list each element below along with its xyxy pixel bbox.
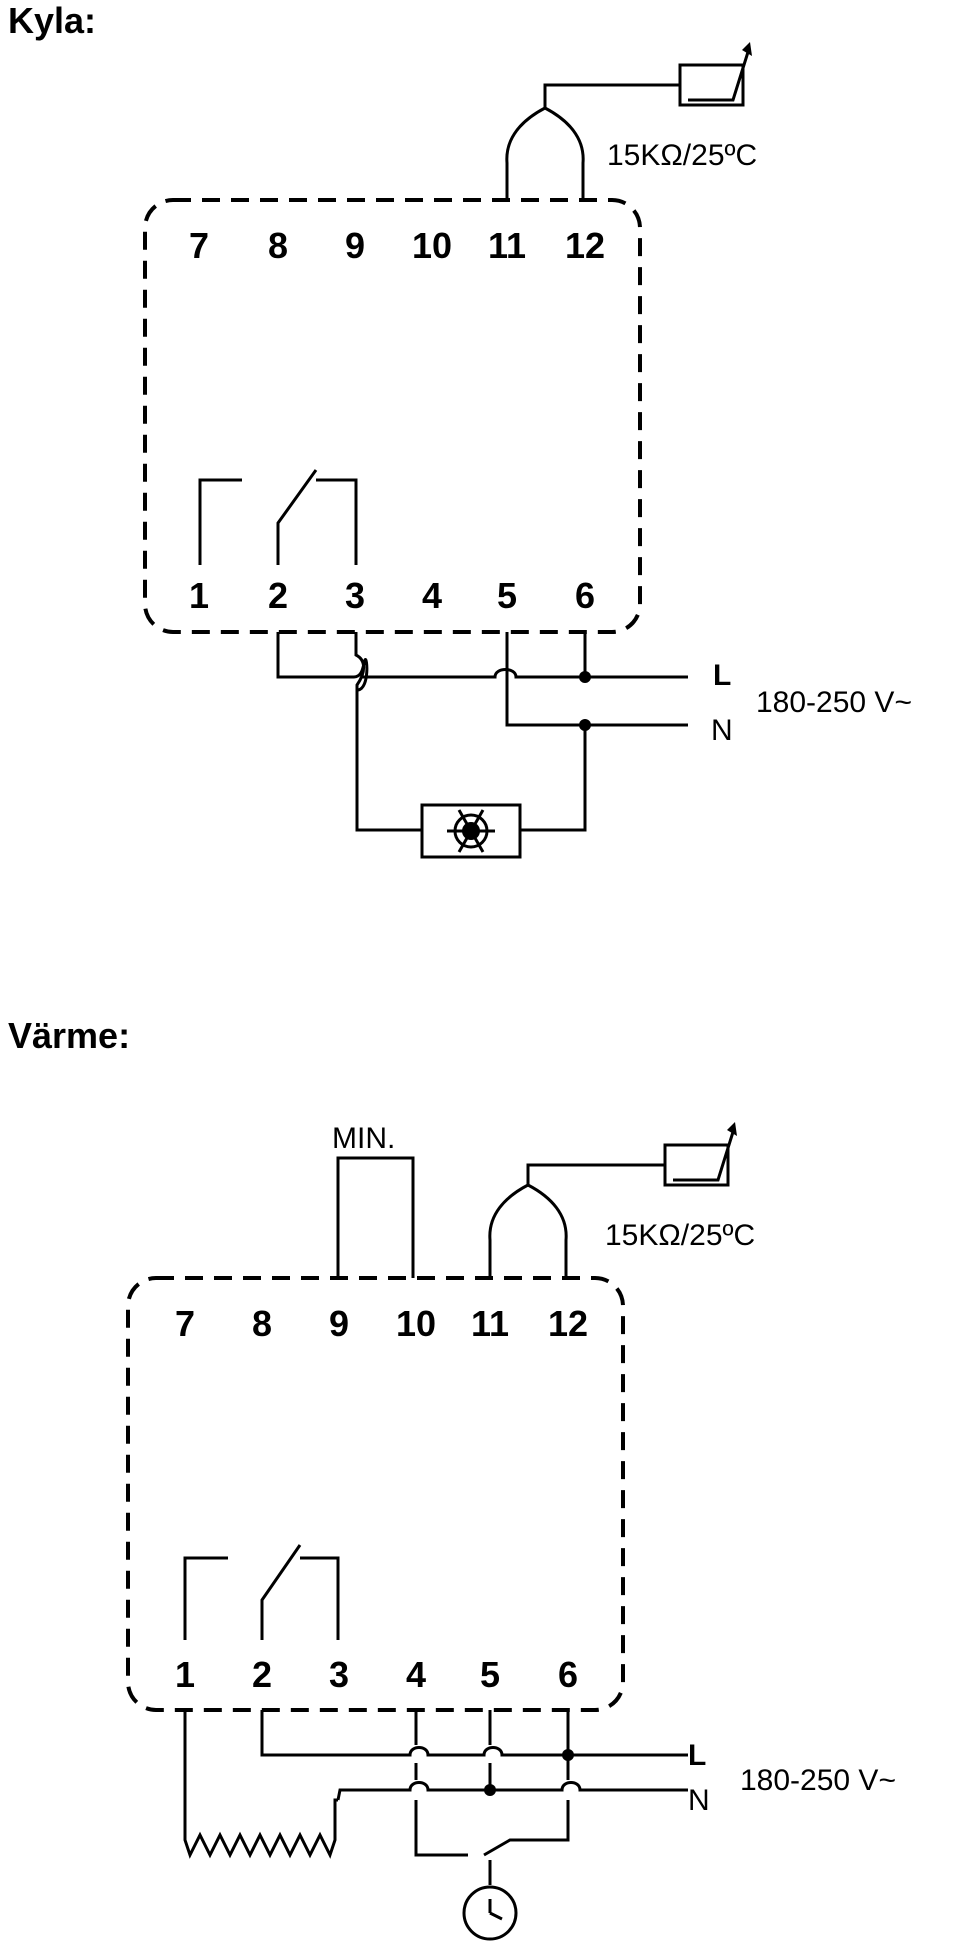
kyla-voltage-label: 180-250 V~ bbox=[756, 686, 912, 719]
kyla-relay-contact-1 bbox=[198, 478, 242, 565]
varme-terminal-1: 1 bbox=[175, 1654, 195, 1695]
kyla-title: Kyla: bbox=[8, 0, 96, 41]
varme-t6-wire bbox=[483, 1710, 570, 1857]
varme-line-label: L bbox=[688, 1739, 706, 1772]
varme-diagram: Värme: MIN. 7 8 9 10 11 12 1 2 3 4 5 6 bbox=[8, 1015, 896, 1941]
kyla-relay-switch bbox=[276, 469, 358, 565]
varme-junction-neutral bbox=[484, 1784, 496, 1796]
kyla-terminal-8: 8 bbox=[268, 225, 288, 266]
varme-terminal-2: 2 bbox=[252, 1654, 272, 1695]
kyla-sensor-wire-loop bbox=[505, 106, 585, 198]
kyla-neutral-wire bbox=[505, 632, 688, 727]
kyla-terminal-9: 9 bbox=[345, 225, 365, 266]
varme-terminal-10: 10 bbox=[396, 1303, 436, 1344]
kyla-top-terminals: 7 8 9 10 11 12 bbox=[189, 225, 605, 266]
varme-sensor: 15KΩ/25ºC bbox=[488, 1122, 755, 1278]
varme-thermistor-adjust-arrow-icon bbox=[673, 1131, 735, 1182]
varme-bottom-terminals: 1 2 3 4 5 6 bbox=[175, 1654, 578, 1695]
varme-terminal-3: 3 bbox=[329, 1654, 349, 1695]
kyla-junction-line bbox=[579, 671, 591, 683]
kyla-terminal-12: 12 bbox=[565, 225, 605, 266]
varme-neutral-wire bbox=[336, 1781, 688, 1801]
kyla-terminal-5: 5 bbox=[497, 575, 517, 616]
thermistor-adjust-arrow-icon bbox=[688, 51, 750, 102]
varme-thermistor-arrowhead-icon bbox=[727, 1122, 737, 1136]
varme-bridge-wire bbox=[336, 1156, 415, 1278]
clock-icon bbox=[462, 1885, 518, 1941]
kyla-terminal-10: 10 bbox=[412, 225, 452, 266]
kyla-diagram: Kyla: 7 8 9 10 11 12 1 2 3 4 5 6 bbox=[8, 0, 912, 859]
snowflake-icon bbox=[447, 809, 495, 853]
varme-relay-contact-1 bbox=[183, 1556, 228, 1640]
varme-min-bridge: MIN. bbox=[332, 1122, 415, 1278]
varme-external-wiring: L N 180-250 V~ bbox=[183, 1710, 896, 1941]
kyla-external-wiring: L N 180-250 V~ bbox=[276, 632, 912, 859]
kyla-terminal-2: 2 bbox=[268, 575, 288, 616]
varme-bridge-label: MIN. bbox=[332, 1122, 395, 1155]
kyla-neutral-label: N bbox=[711, 714, 733, 747]
kyla-load-feed-wire bbox=[354, 632, 422, 832]
varme-title: Värme: bbox=[8, 1015, 130, 1056]
kyla-load-return-wire bbox=[520, 725, 587, 832]
kyla-sensor-wire-top bbox=[543, 83, 680, 108]
kyla-line-label: L bbox=[713, 659, 731, 692]
varme-voltage-label: 180-250 V~ bbox=[740, 1764, 896, 1797]
kyla-sensor: 15KΩ/25ºC bbox=[505, 42, 757, 198]
varme-terminal-12: 12 bbox=[548, 1303, 588, 1344]
varme-controller-box bbox=[126, 1276, 625, 1712]
kyla-terminal-6: 6 bbox=[575, 575, 595, 616]
kyla-junction-neutral bbox=[579, 719, 591, 731]
varme-terminal-8: 8 bbox=[252, 1303, 272, 1344]
heater-resistor-icon bbox=[183, 1710, 338, 1859]
varme-junction-line bbox=[562, 1749, 574, 1761]
varme-relay-switch bbox=[260, 1544, 340, 1640]
varme-sensor-wire-loop bbox=[488, 1183, 568, 1278]
thermistor-arrowhead-icon bbox=[742, 42, 752, 56]
kyla-terminal-3: 3 bbox=[345, 575, 365, 616]
kyla-terminal-7: 7 bbox=[189, 225, 209, 266]
varme-terminal-7: 7 bbox=[175, 1303, 195, 1344]
varme-sensor-label: 15KΩ/25ºC bbox=[605, 1219, 755, 1252]
varme-terminal-5: 5 bbox=[480, 1654, 500, 1695]
kyla-terminal-11: 11 bbox=[488, 225, 526, 266]
varme-line-wire bbox=[260, 1710, 688, 1757]
kyla-terminal-1: 1 bbox=[189, 575, 209, 616]
varme-sensor-wire-top bbox=[526, 1163, 665, 1185]
varme-terminal-9: 9 bbox=[329, 1303, 349, 1344]
varme-terminal-4: 4 bbox=[406, 1654, 426, 1695]
varme-terminal-6: 6 bbox=[558, 1654, 578, 1695]
varme-t4-wire bbox=[414, 1710, 468, 1857]
kyla-terminal-4: 4 bbox=[422, 575, 442, 616]
kyla-controller-box bbox=[143, 198, 642, 634]
kyla-bottom-terminals: 1 2 3 4 5 6 bbox=[189, 575, 595, 616]
kyla-sensor-label: 15KΩ/25ºC bbox=[607, 139, 757, 172]
kyla-line-wire bbox=[276, 632, 688, 692]
varme-top-terminals: 7 8 9 10 11 12 bbox=[175, 1303, 588, 1344]
varme-terminal-11: 11 bbox=[471, 1303, 509, 1344]
varme-neutral-label: N bbox=[688, 1784, 710, 1817]
